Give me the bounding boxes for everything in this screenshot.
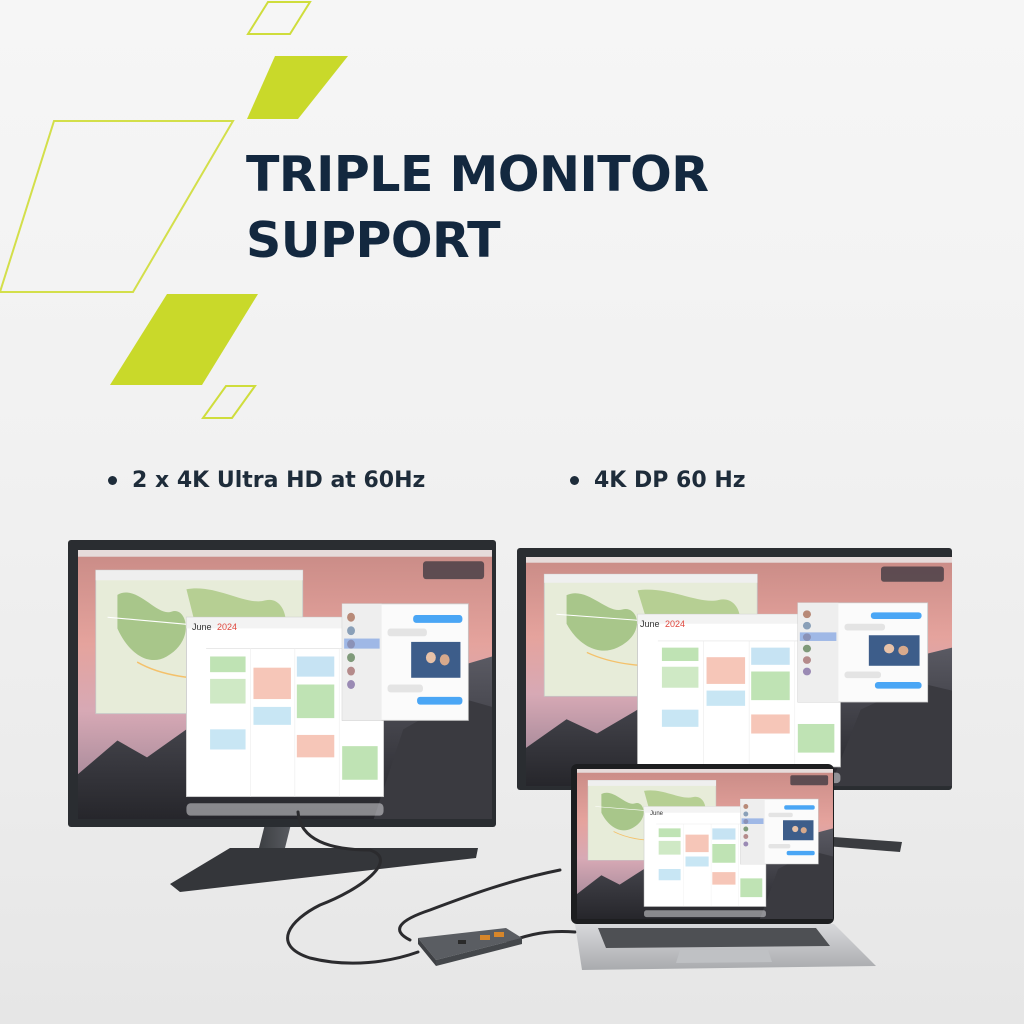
- lime-outline-small-top: [246, 1, 312, 35]
- headline: TRIPLE MONITOR SUPPORT: [246, 142, 709, 274]
- left-monitor-stand-base: [170, 848, 478, 892]
- left-calendar-year: 2024: [217, 622, 237, 632]
- lime-solid-bottom: [110, 294, 258, 385]
- laptop-calendar-month: June: [650, 811, 664, 817]
- right-calendar-year: 2024: [665, 619, 685, 629]
- laptop: [571, 764, 876, 970]
- bullet-dot: [570, 476, 579, 485]
- headline-line1: TRIPLE MONITOR: [246, 146, 709, 203]
- left-monitor-screen: [77, 549, 493, 820]
- laptop-keyboard: [598, 928, 830, 948]
- laptop-screen: [576, 768, 834, 920]
- right-monitor: [517, 548, 953, 852]
- left-monitor: [68, 540, 496, 892]
- lime-solid-top: [247, 56, 348, 119]
- bullet-text: 2 x 4K Ultra HD at 60Hz: [132, 468, 426, 493]
- bullet-dual-4k: 2 x 4K Ultra HD at 60Hz: [108, 468, 425, 493]
- lime-outline-small-bottom: [201, 385, 257, 419]
- left-calendar-month: June: [192, 622, 212, 632]
- bullet-text: 4K DP 60 Hz: [594, 468, 746, 493]
- bullet-dot: [108, 476, 117, 485]
- lime-outline-large: [0, 120, 235, 293]
- right-monitor-stand-base: [820, 836, 902, 852]
- headline-line2: SUPPORT: [246, 212, 501, 269]
- decorative-shapes: [0, 1, 348, 419]
- right-monitor-screen: [525, 556, 953, 787]
- laptop-trackpad: [676, 950, 772, 963]
- right-calendar-month: June: [640, 619, 660, 629]
- bullet-dp-4k: 4K DP 60 Hz: [570, 468, 746, 493]
- usb-c-hub: [418, 928, 522, 966]
